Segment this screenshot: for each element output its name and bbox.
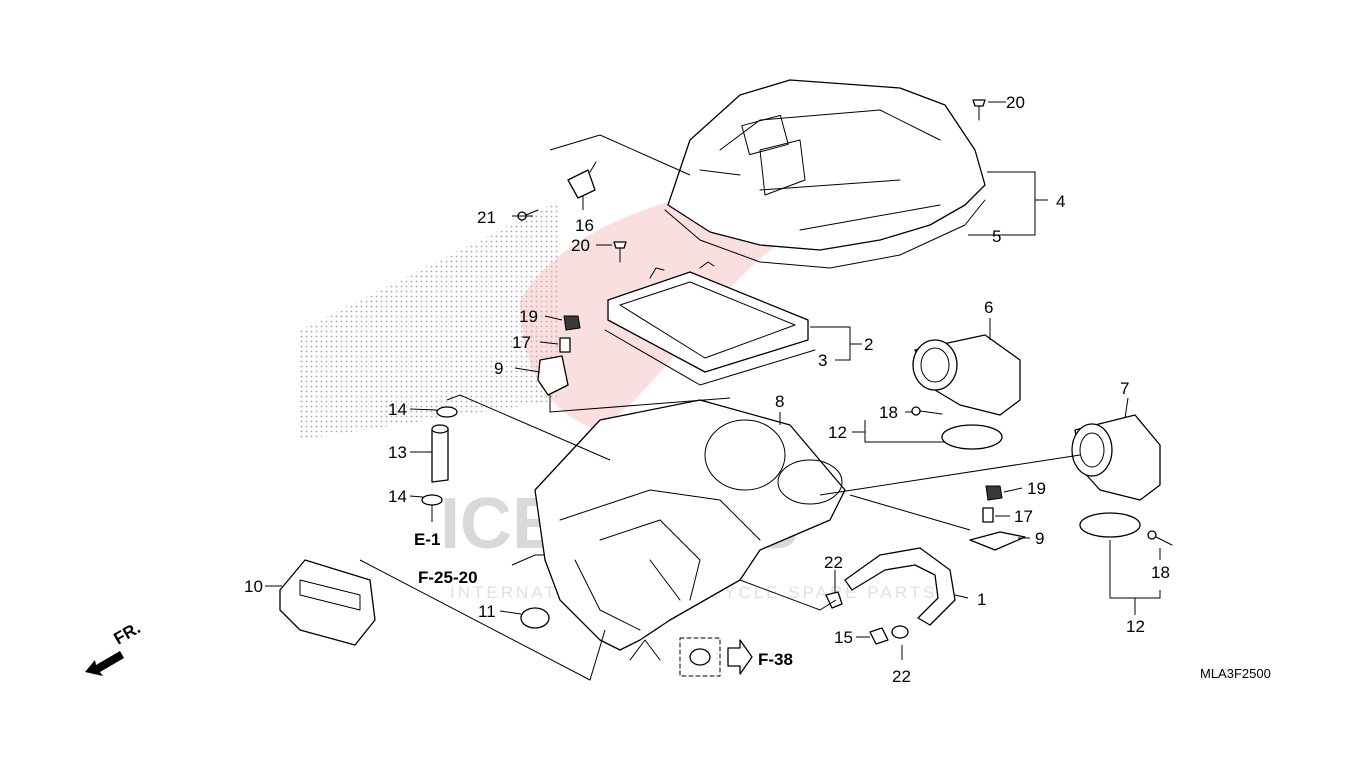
collar-17-right (982, 507, 994, 523)
bolt-18-right (1147, 530, 1173, 546)
callout-10: 10 (244, 577, 263, 596)
callout-14-lower: 14 (388, 487, 407, 506)
air-cleaner-case (534, 399, 846, 661)
plug-15 (869, 627, 889, 645)
callout-13: 13 (388, 443, 407, 462)
callout-14-upper: 14 (388, 400, 407, 419)
callout-17-right: 17 (1014, 507, 1033, 526)
cross-ref-f25-20: F-25-20 (418, 568, 478, 587)
callout-17-left: 17 (512, 333, 531, 352)
callout-5: 5 (992, 227, 1001, 246)
bolt-19-right (985, 485, 1003, 501)
front-label: FR. (111, 618, 144, 648)
air-cleaner-cover (664, 79, 986, 269)
grommet-11 (520, 607, 550, 629)
callout-15: 15 (834, 628, 853, 647)
hose-1 (844, 547, 956, 626)
honda-wing-logo (300, 200, 560, 440)
f38-arrow (727, 639, 753, 675)
sub-clip-f38 (679, 637, 721, 677)
callout-4: 4 (1056, 192, 1065, 211)
screw-20-top (972, 99, 986, 121)
callout-7: 7 (1120, 379, 1129, 398)
inlet-duct-10 (279, 559, 376, 646)
bracket-9-left (537, 355, 569, 396)
cross-ref-e1: E-1 (414, 530, 440, 549)
clip-14-upper (436, 406, 458, 418)
callout-9-right: 9 (1035, 529, 1044, 548)
bolt-18-left (911, 406, 943, 416)
air-filter-element (604, 261, 816, 386)
callout-8: 8 (775, 392, 784, 411)
callout-19-left: 19 (519, 307, 538, 326)
screw-20-mid (613, 241, 627, 263)
callout-20-top: 20 (1006, 93, 1025, 112)
callout-labels: 1 2 3 4 5 6 7 8 9 9 10 11 12 12 13 14 14… (244, 93, 1170, 686)
callout-22-lower: 22 (892, 667, 911, 686)
callout-18-left: 18 (879, 403, 898, 422)
bolt-19-left (563, 315, 581, 331)
front-direction-indicator: FR. (85, 618, 144, 676)
air-funnel-6 (912, 334, 1021, 416)
diagram-code: MLA3F2500 (1200, 666, 1271, 681)
callout-18-right: 18 (1151, 563, 1170, 582)
callout-12-left: 12 (828, 423, 847, 442)
callout-2: 2 (864, 335, 873, 354)
callout-1: 1 (977, 590, 986, 609)
bracket-9-right (969, 531, 1026, 551)
breather-16 (567, 161, 597, 199)
drain-tube-13 (431, 424, 449, 483)
callout-22-upper: 22 (824, 553, 843, 572)
callout-6: 6 (984, 298, 993, 317)
callout-19-right: 19 (1027, 479, 1046, 498)
callout-21: 21 (477, 208, 496, 227)
callout-20-mid: 20 (571, 236, 590, 255)
callout-3: 3 (818, 351, 827, 370)
callout-12-right: 12 (1126, 617, 1145, 636)
callout-9-left: 9 (494, 359, 503, 378)
cross-references: E-1 F-25-20 F-38 (414, 530, 793, 669)
callout-11: 11 (478, 602, 496, 621)
collar-17-left (559, 337, 571, 353)
clip-14-lower (421, 494, 443, 506)
callout-16: 16 (575, 216, 594, 235)
band-12-right (1079, 512, 1141, 538)
cross-ref-f38: F-38 (758, 650, 793, 669)
leader-lines (265, 101, 1161, 681)
front-arrow-icon (85, 651, 124, 676)
air-funnel-7 (1071, 414, 1161, 501)
clip-22-lower (891, 625, 909, 639)
band-12-left (941, 424, 1003, 450)
